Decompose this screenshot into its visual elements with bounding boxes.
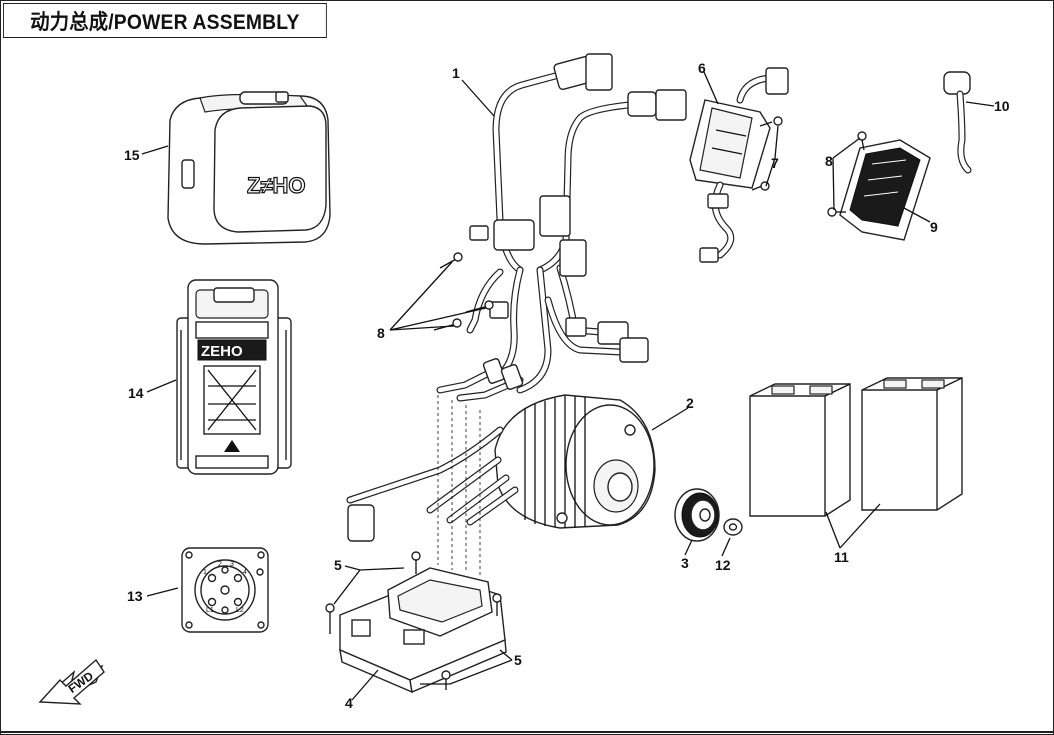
part-2-motor bbox=[346, 394, 656, 542]
part-13-charge-socket: 1 2 3 4 L1 L2 bbox=[181, 547, 269, 633]
part-7-screws bbox=[751, 116, 783, 191]
callout-12: 12 bbox=[715, 557, 731, 573]
case-logo: Z≠HO bbox=[247, 173, 306, 198]
fwd-arrow: FWD bbox=[38, 658, 105, 705]
part-4-controller bbox=[325, 551, 507, 694]
callout-11: 11 bbox=[834, 549, 849, 565]
callout-8a: 8 bbox=[377, 325, 385, 341]
callout-10: 10 bbox=[994, 98, 1010, 114]
callout-2: 2 bbox=[686, 395, 694, 411]
callout-3: 3 bbox=[681, 555, 689, 571]
part-14-charger: ZEHO bbox=[176, 279, 292, 475]
leader-lines bbox=[141, 71, 995, 701]
part-12-washer bbox=[723, 518, 743, 536]
callout-6: 6 bbox=[698, 60, 706, 76]
part-11-batteries bbox=[749, 377, 963, 517]
part-6-module bbox=[689, 67, 789, 263]
callout-14: 14 bbox=[128, 385, 144, 401]
page-title: 动力总成/POWER ASSEMBLY bbox=[3, 3, 327, 38]
part-8-screws-right bbox=[827, 131, 867, 217]
part-9-bracket bbox=[839, 139, 931, 241]
callout-13: 13 bbox=[127, 588, 143, 604]
callout-1: 1 bbox=[452, 65, 460, 81]
part-15-case: Z≠HO bbox=[167, 91, 331, 245]
socket-pin-3: 3 bbox=[230, 561, 234, 568]
callout-5a: 5 bbox=[334, 557, 342, 573]
callout-7: 7 bbox=[771, 155, 779, 171]
socket-pin-1: 1 bbox=[203, 569, 207, 576]
part-10-antenna bbox=[943, 71, 972, 174]
socket-pin-l1: L1 bbox=[206, 607, 214, 614]
callout-5b: 5 bbox=[514, 652, 522, 668]
charger-logo: ZEHO bbox=[201, 343, 243, 360]
callout-labels: 1 2 3 4 5 5 6 7 8 8 9 10 11 12 13 14 15 bbox=[124, 60, 1010, 711]
socket-pin-2: 2 bbox=[218, 561, 222, 568]
socket-pin-l2: L2 bbox=[236, 607, 244, 614]
callout-8b: 8 bbox=[825, 153, 833, 169]
part-3-gear bbox=[674, 488, 720, 542]
lead-lines bbox=[437, 395, 481, 575]
bottom-border bbox=[0, 731, 1054, 733]
part-1-harness bbox=[436, 53, 687, 402]
callout-9: 9 bbox=[930, 219, 938, 235]
callout-4: 4 bbox=[345, 695, 353, 711]
callout-15: 15 bbox=[124, 147, 140, 163]
socket-pin-4: 4 bbox=[243, 569, 247, 576]
